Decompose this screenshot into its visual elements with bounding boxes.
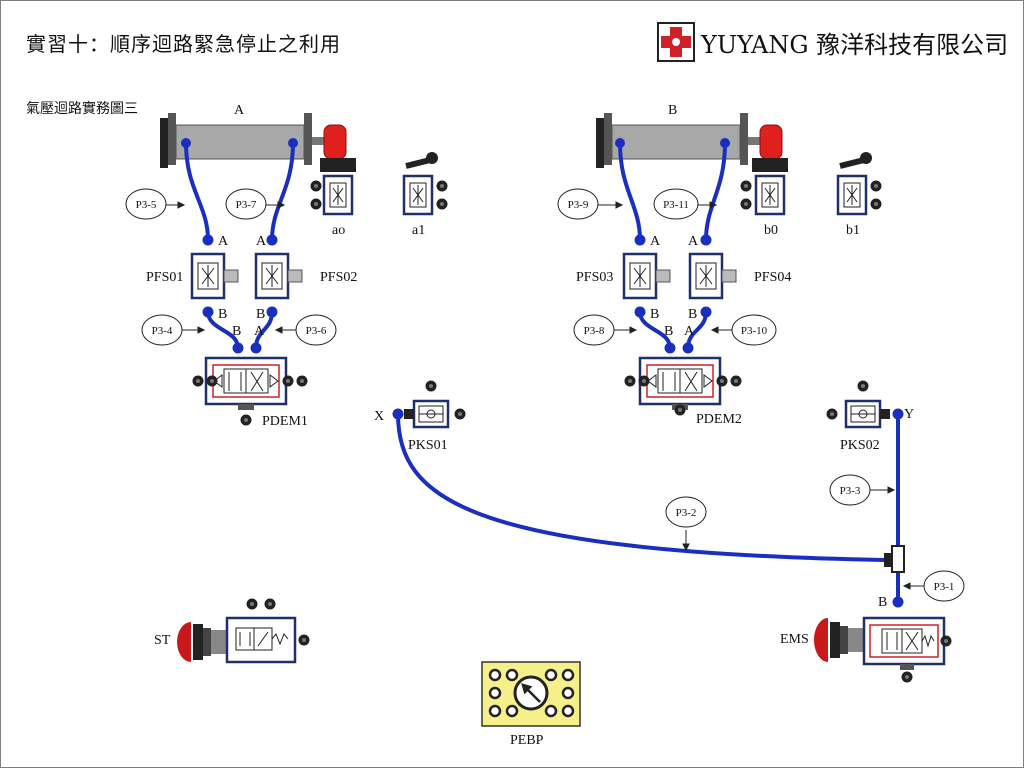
callout-p3-7: P3-7 [236, 199, 257, 211]
tube-p3-9 [618, 141, 642, 242]
callout-p3-5: P3-5 [136, 199, 157, 211]
flow-control-pfs04 [688, 252, 737, 300]
svg-text:A: A [254, 324, 265, 339]
pfs02-label: PFS02 [320, 270, 357, 285]
svg-text:B: B [256, 307, 265, 322]
limit-valve-ao-label: ao [332, 223, 345, 238]
svg-text:B: B [218, 307, 227, 322]
directional-valve-pdem1 [192, 356, 308, 426]
tube-p3-2 [396, 412, 886, 562]
page-title: 實習十：順序迴路緊急停止之利用 [26, 32, 341, 56]
callout-bubbles [125, 188, 965, 602]
svg-text:A: A [684, 324, 695, 339]
page-subtitle: 氣壓迴路實務圖三 [26, 101, 138, 117]
svg-text:B: B [650, 307, 659, 322]
cylinder-a-label: A [234, 103, 245, 118]
callout-p3-4: P3-4 [152, 325, 173, 337]
pfs01-label: PFS01 [146, 270, 183, 285]
x-label: X [374, 409, 384, 424]
pks01-label: PKS01 [408, 438, 448, 453]
tube-p3-5 [184, 141, 210, 242]
callout-p3-10: P3-10 [741, 325, 768, 337]
ems-label: EMS [780, 632, 809, 647]
cylinder-b-label: B [668, 103, 677, 118]
pfs04-label: PFS04 [754, 270, 791, 285]
callout-p3-11: P3-11 [663, 199, 689, 211]
start-valve-st [177, 598, 310, 664]
st-label: ST [154, 633, 171, 648]
port-labels: A A B B B A A A B B B A B [218, 234, 887, 610]
callout-p3-1: P3-1 [934, 581, 955, 593]
flow-control-pfs01 [190, 252, 239, 300]
pdem2-label: PDEM2 [696, 412, 742, 427]
svg-text:B: B [232, 324, 241, 339]
limit-valve-b0 [740, 158, 788, 216]
callout-leaders [164, 201, 926, 590]
flow-control-pfs03 [622, 252, 671, 300]
brand-logo-icon [657, 22, 695, 62]
callout-p3-8: P3-8 [584, 325, 605, 337]
callout-p3-9: P3-9 [568, 199, 589, 211]
shuttle-valve-pks02 [826, 380, 890, 429]
y-label: Y [904, 407, 914, 422]
emergency-valve-ems [814, 616, 952, 683]
svg-text:A: A [650, 234, 661, 249]
tube-p3-11 [704, 141, 727, 242]
air-tubes [184, 141, 901, 602]
limit-valve-b1 [836, 152, 882, 216]
limit-valve-a1-label: a1 [412, 223, 425, 238]
pdem1-label: PDEM1 [262, 414, 308, 429]
svg-text:A: A [688, 234, 699, 249]
limit-valve-a1 [402, 152, 448, 216]
svg-text:A: A [256, 234, 267, 249]
pressure-panel-pebp [481, 661, 581, 727]
brand: YUYANG 豫洋科技有限公司 [657, 20, 1008, 64]
limit-valve-ao [310, 158, 356, 216]
callout-p3-3: P3-3 [840, 485, 861, 497]
limit-valve-b0-label: b0 [764, 223, 778, 238]
tee-fitting [884, 545, 905, 573]
svg-text:A: A [218, 234, 229, 249]
callout-p3-6: P3-6 [306, 325, 327, 337]
flow-control-pfs02 [254, 252, 303, 300]
shuttle-valve-pks01 [404, 380, 466, 429]
callout-p3-2: P3-2 [676, 507, 697, 519]
svg-text:B: B [878, 595, 887, 610]
pks02-label: PKS02 [840, 438, 880, 453]
tube-p3-7 [270, 141, 295, 242]
svg-text:B: B [664, 324, 673, 339]
tube-fittings [202, 234, 904, 608]
svg-text:B: B [688, 307, 697, 322]
limit-valve-b1-label: b1 [846, 223, 860, 238]
brand-name: YUYANG 豫洋科技有限公司 [701, 30, 1009, 59]
pebp-label: PEBP [510, 733, 544, 748]
pfs03-label: PFS03 [576, 270, 613, 285]
directional-valve-pdem2 [624, 356, 742, 416]
